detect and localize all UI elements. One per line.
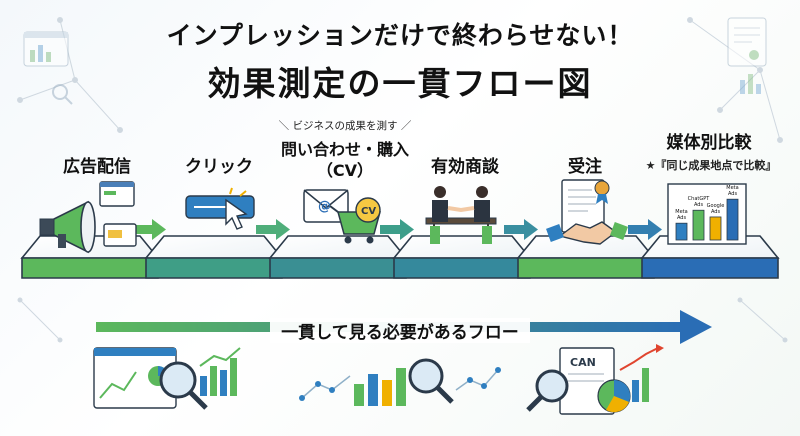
center-analytics-icon [299, 358, 501, 406]
long-arrow-head-icon [680, 310, 712, 344]
mini-chart-decoration-icon [740, 74, 761, 94]
media-bar-label-1: ChatGPT [688, 196, 711, 202]
arrow-3-icon [380, 219, 414, 240]
media-bar-label-0: Ads [677, 215, 687, 221]
step-note-cv: ＼ ビジネスの成果を測す ／ [278, 120, 412, 132]
media-bar-label-2: Google [707, 203, 725, 209]
step-label-valid-deal: 有効商談 [431, 157, 499, 177]
handshake-meeting-icon [425, 186, 497, 244]
step-label-ad-delivery: 広告配信 [63, 157, 131, 177]
step-label-media-comparison: 媒体別比較 [666, 133, 752, 153]
media-bar-3 [726, 198, 739, 241]
step-label-cv: （CV） [316, 161, 374, 180]
megaphone-icon [39, 181, 137, 254]
magnifier-decoration-icon [52, 84, 73, 105]
page-title-line1: インプレッションだけで終わらせない！ [166, 21, 634, 50]
cv-badge: CV [361, 206, 376, 217]
step-note-same-point: ★『同じ成果地点で比較』 [645, 159, 777, 172]
arrow-2-icon [256, 219, 290, 240]
flow-label: 一貫して見る必要があるフロー [270, 318, 530, 343]
step-label-inquiry-purchase: 問い合わせ・購入 [280, 140, 409, 159]
mail-cart-icon: @ CV [303, 189, 381, 244]
report-decoration-icon [727, 17, 767, 67]
cursor-click-icon [185, 187, 255, 230]
media-bar-0 [675, 222, 688, 241]
page-title-line2: 効果測定の一貫フロー図 [207, 64, 593, 103]
media-bar-label-2: Ads [711, 209, 721, 215]
arrow-5-icon [628, 219, 662, 240]
step-label-order: 受注 [568, 157, 602, 177]
media-bar-1 [692, 209, 705, 241]
platform-click [144, 235, 284, 279]
bottom-analytics-decoration: CAN [93, 344, 664, 415]
mini-bar-chart-icon [199, 347, 241, 396]
step-label-click: クリック [185, 157, 253, 177]
connector-arrows [132, 219, 662, 240]
media-bar-label-0: Meta [675, 209, 687, 215]
media-bar-label-3: Meta [726, 185, 738, 191]
media-bar-2 [709, 216, 722, 241]
report-analysis-icon: CAN [526, 344, 664, 415]
media-bar-label-1: Ads [694, 202, 704, 208]
platform-valid-deal [392, 235, 532, 279]
document-label: CAN [570, 356, 596, 369]
arrow-1-icon [132, 219, 166, 240]
contract-handshake-icon [546, 179, 628, 245]
arrow-4-icon [504, 219, 538, 240]
dashboard-decoration-icon [23, 31, 69, 67]
magnifier-left-icon [159, 361, 208, 410]
media-bar-label-3: Ads [728, 191, 738, 197]
svg-text:@: @ [318, 199, 331, 214]
platform-cv [268, 235, 408, 279]
